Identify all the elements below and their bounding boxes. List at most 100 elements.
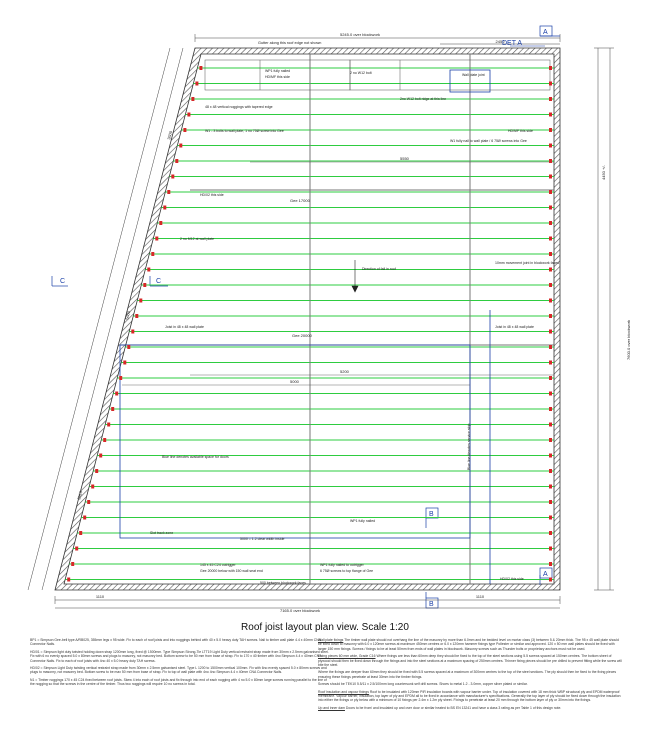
connector-marker (549, 345, 552, 349)
connector-marker (115, 391, 119, 396)
label-joist-in-right: Joist in 48 x 48 wall plate (495, 325, 534, 329)
connector-marker (549, 391, 552, 396)
connector-marker (549, 329, 552, 334)
connector-marker (549, 252, 552, 256)
connector-marker (79, 531, 83, 535)
connector-marker (91, 484, 95, 489)
dim-bottom-right: 1110 (476, 594, 485, 599)
connector-marker (159, 221, 163, 225)
connector-marker (163, 205, 167, 210)
label-wp1: WP1 fully nailed (265, 69, 290, 73)
label-ref-tag: WP1 fully nailed (350, 519, 375, 523)
connector-marker (199, 66, 203, 70)
label-wall-plate: Wall plate joint (462, 73, 485, 77)
connector-marker (549, 174, 552, 179)
note-left-1: BP1 = Simpson Gee-bell type A/RB025, 355… (30, 638, 321, 647)
connector-marker (549, 422, 552, 427)
connector-marker (549, 190, 552, 194)
connector-marker (549, 515, 552, 520)
right-dimension (594, 47, 614, 591)
connector-marker (549, 283, 552, 287)
note-right-4-body: Screws should be TEK10 5.5/11 x 2.5/100m… (318, 682, 528, 687)
connector-marker (549, 469, 552, 473)
dim-inner-c: 5000 (290, 379, 300, 384)
connector-marker (99, 453, 103, 458)
dim-bottom-left: 1110 (96, 594, 105, 599)
inner-dimensions (122, 161, 554, 386)
dim-inner-d: 4450 +/- (601, 165, 606, 180)
note-right-6: Up and inner dam Doors to be from/ and i… (318, 706, 623, 710)
connector-marker (111, 407, 115, 411)
connector-marker (167, 190, 171, 194)
connector-marker (549, 128, 552, 132)
note-right-6-body: Doors to be from/ and insulated up and o… (345, 705, 562, 710)
connector-marker (549, 97, 552, 101)
connector-marker (549, 500, 552, 504)
dim-inner-b: 5200 (340, 369, 350, 374)
note-right-5-head: Roof insulation and vapour fixings (318, 689, 369, 694)
connector-marker (183, 128, 187, 132)
connector-marker (549, 143, 552, 148)
label-joist-ridge: 2 no W12 bolt (350, 71, 372, 75)
note-right-6-head: Up and inner dam (318, 705, 345, 710)
label-vert-hd: HD/02 this side (200, 193, 224, 197)
dim-left-mid: 5600 (124, 310, 131, 321)
connector-marker (67, 577, 71, 582)
connector-marker (127, 345, 131, 349)
section-c-left-label: C (60, 278, 65, 285)
connector-marker (549, 546, 552, 551)
connector-marker (549, 205, 552, 210)
label-bolts: 2 no M12 at wall plate (180, 237, 214, 241)
section-a-bottom-label: A (543, 571, 548, 578)
connector-marker (179, 143, 183, 148)
connector-marker (131, 329, 135, 334)
section-a-top (539, 25, 560, 37)
connector-marker (549, 484, 552, 489)
connector-marker (191, 97, 195, 101)
connector-marker (549, 66, 552, 70)
note-right-1-body: The timber wall plate should not overhan… (318, 638, 619, 651)
label-fall: Direction of fall in roof (362, 267, 396, 271)
gee-beams (120, 54, 554, 584)
label-bottom-b: Gee 20000 below with 150 wall seat end (200, 569, 263, 573)
note-right-1-head: Wall plate fixings (318, 638, 344, 642)
gee-top-label: Gee 17000 (290, 198, 311, 203)
connector-marker (135, 314, 139, 318)
det-a-label: DET A (502, 40, 522, 47)
connector-marker (549, 562, 552, 566)
connector-marker (549, 81, 552, 86)
label-bottom-e: 6 75Ø screws to top flange of Gee (320, 569, 373, 573)
label-fall-right: 10mm movement joint in blockwork faces (495, 261, 559, 265)
dim-inner-a: 5550 (400, 156, 410, 161)
connector-marker (123, 360, 127, 365)
connector-marker (151, 252, 155, 256)
label-noggins: 48 x 48 vertical noggings with tapered e… (205, 105, 273, 109)
label-clear-span: 5000 = 1.2 clear width inside (240, 537, 285, 541)
connector-marker (549, 407, 552, 411)
gee-mid-label: Gee 20000 (292, 333, 313, 338)
note-right-3-body: Where the fixings are deeper than 60mm t… (318, 670, 617, 679)
connector-markers (67, 66, 552, 582)
notes-right: Wall plate fixings The timber wall plate… (318, 638, 623, 713)
bottom-dimension (54, 596, 561, 609)
connector-marker (155, 236, 159, 241)
label-bottom-a: 145 x 45 C24 outrigger (200, 563, 236, 567)
section-c-right (149, 276, 168, 287)
label-bottom-left-note: Blue line denotes available space for do… (162, 455, 229, 459)
connector-marker (549, 159, 552, 163)
section-b-mid-label: B (429, 511, 434, 518)
label-blockwork: W1 - 3 bolts to wall plate, 1 no 75Ø scr… (205, 129, 284, 133)
connector-marker (87, 500, 91, 504)
connector-marker (549, 360, 552, 365)
label-bottom-f: HD/02 this side (500, 577, 524, 581)
connector-marker (549, 298, 552, 303)
connector-marker (549, 376, 552, 380)
outer-wall (54, 47, 561, 591)
notes-left: BP1 = Simpson Gee-bell type A/RB025, 355… (30, 638, 330, 690)
label-vert-mid: Blue line denotes service strip (467, 423, 471, 470)
connector-marker (175, 159, 179, 163)
connector-marker (107, 422, 111, 427)
left-dimension (27, 47, 184, 591)
connector-marker (549, 236, 552, 241)
note-right-5: Roof insulation and vapour fixings Roof … (318, 690, 623, 703)
